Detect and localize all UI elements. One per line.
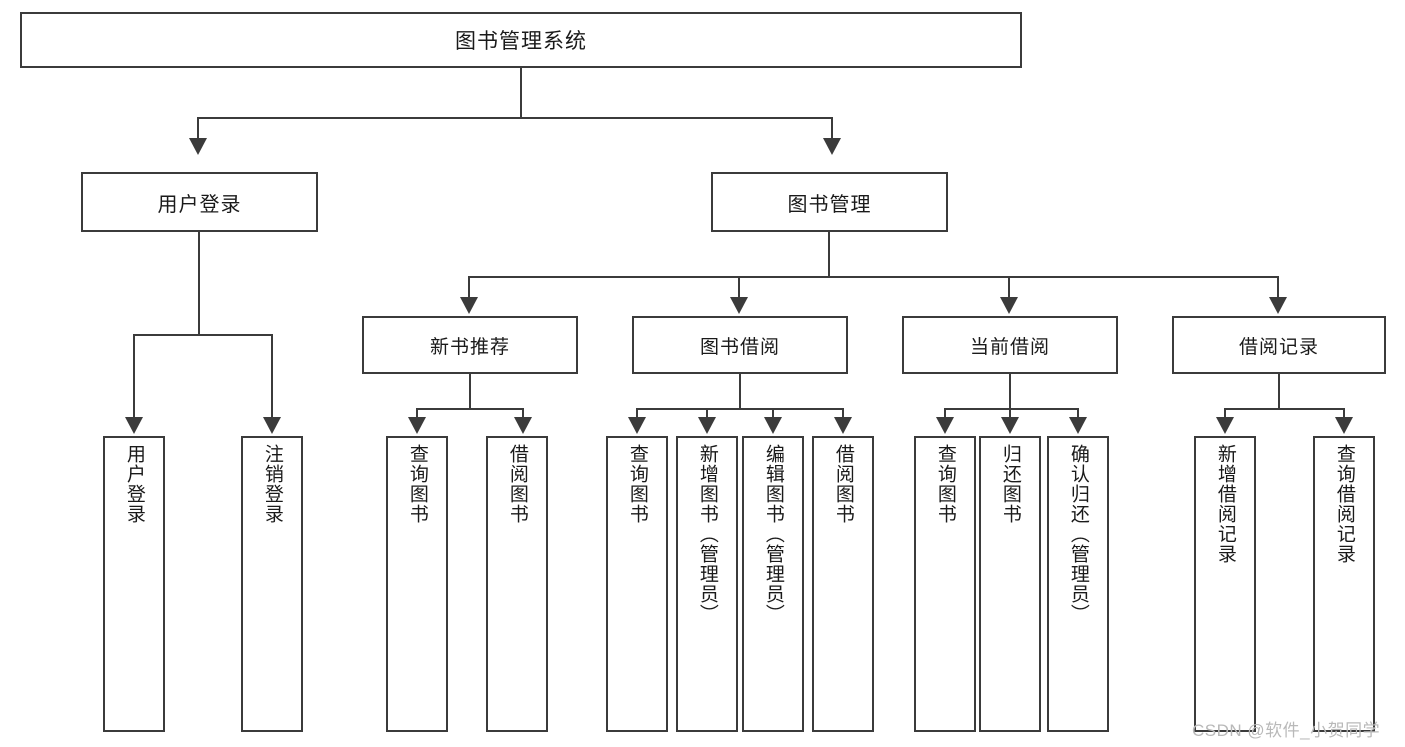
edge-new-book-drop-2 — [522, 408, 524, 418]
arrow-to-leaf-add-record — [1216, 417, 1234, 434]
edge-root-to-book-manage — [831, 117, 833, 139]
node-label: 图书借阅 — [699, 336, 780, 358]
node-root-book-management-system[interactable]: 图书管理系统 — [20, 12, 1022, 68]
arrow-to-book-manage — [823, 138, 841, 155]
edge-book-borrow-bus — [636, 408, 843, 410]
edge-current-borrow-drop-3 — [1077, 408, 1079, 418]
node-label: 查询借阅记录 — [1333, 444, 1355, 564]
edge-book-borrow-drop-3 — [772, 408, 774, 418]
node-label: 图书管理系统 — [455, 30, 587, 53]
edge-borrow-record-stem — [1278, 374, 1280, 410]
edge-borrow-record-bus — [1224, 408, 1344, 410]
node-new-book-recommend[interactable]: 新书推荐 — [362, 316, 578, 374]
node-borrow-record[interactable]: 借阅记录 — [1172, 316, 1386, 374]
node-current-borrow[interactable]: 当前借阅 — [902, 316, 1118, 374]
arrow-to-leaf-add-book — [698, 417, 716, 434]
node-leaf-confirm-return[interactable]: 确认归还（管理员） — [1047, 436, 1109, 732]
edge-book-borrow-drop-1 — [636, 408, 638, 418]
node-label: 确认归还（管理员） — [1067, 444, 1089, 624]
edge-root-to-user-login — [197, 117, 199, 139]
arrow-to-leaf-confirm-return — [1069, 417, 1087, 434]
node-leaf-return-book[interactable]: 归还图书 — [979, 436, 1041, 732]
arrow-to-borrow-record — [1269, 297, 1287, 314]
node-book-manage[interactable]: 图书管理 — [711, 172, 948, 232]
arrow-to-current-borrow — [1000, 297, 1018, 314]
arrow-to-leaf-query-record — [1335, 417, 1353, 434]
edge-user-login-stem — [198, 232, 200, 336]
arrow-to-leaf-logout-login — [263, 417, 281, 434]
edge-user-login-bus — [133, 334, 272, 336]
edge-new-book-stem — [469, 374, 471, 410]
csdn-watermark: CSDN @软件_小贺同学 — [1192, 721, 1381, 740]
node-label: 注销登录 — [261, 444, 283, 524]
edge-new-book-bus — [416, 408, 524, 410]
edge-book-manage-stem — [828, 232, 830, 278]
arrow-to-book-borrow — [730, 297, 748, 314]
node-label: 归还图书 — [999, 444, 1021, 524]
node-label: 图书管理 — [787, 193, 872, 216]
node-label: 当前借阅 — [969, 336, 1050, 358]
node-label: 用户登录 — [157, 193, 242, 216]
arrow-to-leaf-query-book-1 — [408, 417, 426, 434]
edge-borrow-record-drop-1 — [1224, 408, 1226, 418]
edge-book-manage-drop-4 — [1277, 276, 1279, 298]
node-label: 新书推荐 — [429, 336, 510, 358]
node-leaf-logout-login[interactable]: 注销登录 — [241, 436, 303, 732]
node-leaf-query-record[interactable]: 查询借阅记录 — [1313, 436, 1375, 732]
arrow-to-leaf-return-book — [1001, 417, 1019, 434]
node-label: 编辑图书（管理员） — [762, 444, 784, 624]
node-label: 新增图书（管理员） — [696, 444, 718, 624]
node-leaf-query-book-1[interactable]: 查询图书 — [386, 436, 448, 732]
edge-current-borrow-bus — [944, 408, 1079, 410]
node-leaf-borrow-book-2[interactable]: 借阅图书 — [812, 436, 874, 732]
edge-user-login-drop-2 — [271, 334, 273, 418]
arrow-to-leaf-query-book-3 — [936, 417, 954, 434]
node-leaf-add-book[interactable]: 新增图书（管理员） — [676, 436, 738, 732]
edge-book-manage-drop-1 — [468, 276, 470, 298]
node-label: 查询图书 — [934, 444, 956, 524]
node-leaf-edit-book[interactable]: 编辑图书（管理员） — [742, 436, 804, 732]
edge-current-borrow-drop-2 — [1009, 408, 1011, 418]
arrow-to-leaf-borrow-book-1 — [514, 417, 532, 434]
node-book-borrow[interactable]: 图书借阅 — [632, 316, 848, 374]
node-leaf-query-book-2[interactable]: 查询图书 — [606, 436, 668, 732]
arrow-to-user-login — [189, 138, 207, 155]
edge-book-borrow-drop-4 — [842, 408, 844, 418]
node-leaf-query-book-3[interactable]: 查询图书 — [914, 436, 976, 732]
edge-book-manage-drop-3 — [1008, 276, 1010, 298]
node-user-login[interactable]: 用户登录 — [81, 172, 318, 232]
node-label: 用户登录 — [123, 444, 145, 524]
edge-book-borrow-stem — [739, 374, 741, 410]
arrow-to-leaf-query-book-2 — [628, 417, 646, 434]
node-label: 新增借阅记录 — [1214, 444, 1236, 564]
arrow-to-new-book-recommend — [460, 297, 478, 314]
node-label: 查询图书 — [406, 444, 428, 524]
node-leaf-user-login[interactable]: 用户登录 — [103, 436, 165, 732]
edge-root-bus — [197, 117, 833, 119]
edge-borrow-record-drop-2 — [1343, 408, 1345, 418]
node-label: 借阅图书 — [506, 444, 528, 524]
edge-current-borrow-drop-1 — [944, 408, 946, 418]
edge-new-book-drop-1 — [416, 408, 418, 418]
node-label: 借阅记录 — [1238, 336, 1319, 358]
edge-book-manage-drop-2 — [738, 276, 740, 298]
edge-user-login-drop-1 — [133, 334, 135, 418]
arrow-to-leaf-user-login — [125, 417, 143, 434]
edge-book-borrow-drop-2 — [706, 408, 708, 418]
node-leaf-borrow-book-1[interactable]: 借阅图书 — [486, 436, 548, 732]
edge-current-borrow-stem — [1009, 374, 1011, 410]
edge-root-stem — [520, 68, 522, 117]
arrow-to-leaf-edit-book — [764, 417, 782, 434]
arrow-to-leaf-borrow-book-2 — [834, 417, 852, 434]
node-label: 查询图书 — [626, 444, 648, 524]
edge-book-manage-bus — [468, 276, 1279, 278]
node-label: 借阅图书 — [832, 444, 854, 524]
node-leaf-add-record[interactable]: 新增借阅记录 — [1194, 436, 1256, 732]
